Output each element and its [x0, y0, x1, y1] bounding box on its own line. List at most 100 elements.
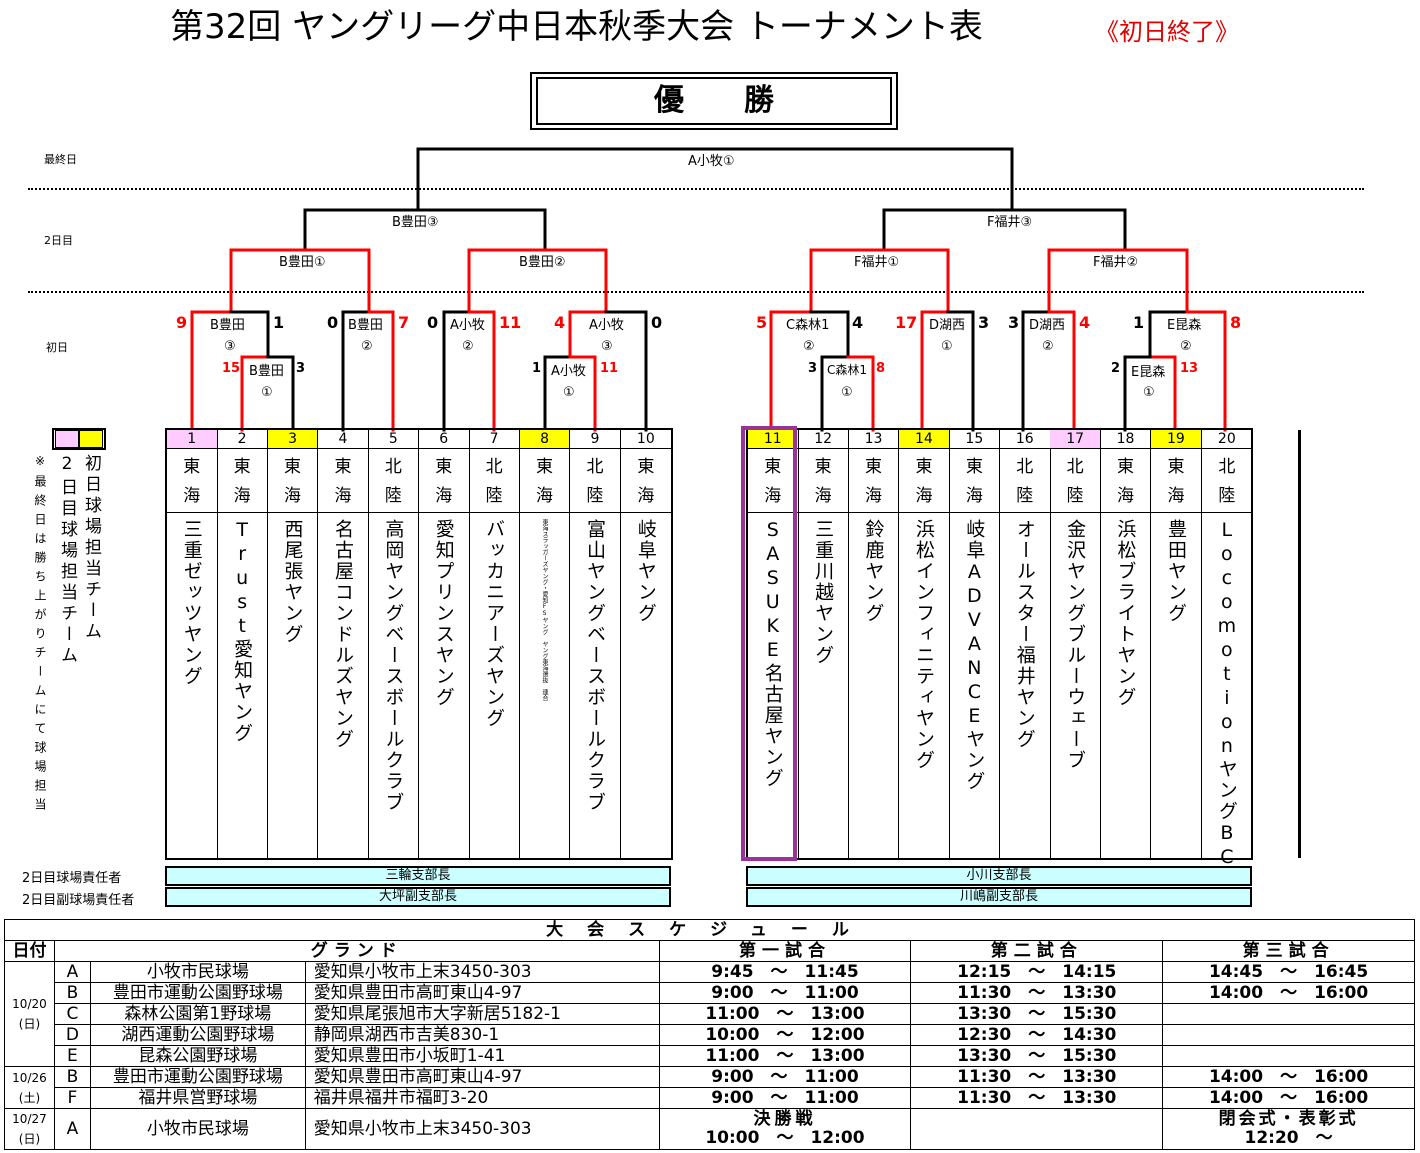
r1-score-left: 0: [427, 313, 439, 332]
team-name: SASUKE名古屋ヤング: [761, 519, 784, 789]
ground-address: 愛知県豊田市高町東山4-97: [304, 1066, 660, 1088]
game1-time: 9:45 ～ 11:45: [658, 961, 912, 983]
r1-num: ②: [1042, 339, 1054, 354]
team-region: 北 陸: [1050, 449, 1100, 513]
game3-time: 14:00 ～ 16:00: [1162, 982, 1415, 1004]
r1-score-right: 11: [499, 313, 522, 332]
col-game3: 第三試合: [1162, 940, 1415, 962]
match-semi-left: B豊田③: [392, 215, 439, 230]
schedule-title: 大会スケジュール: [4, 919, 1415, 941]
ground-address: 福井県福井市福町3-20: [304, 1087, 660, 1109]
r1-label: E昆森: [1131, 365, 1166, 380]
team-name: 金沢ヤングブルーウェーブ: [1064, 519, 1087, 771]
r1-score-left: 4: [554, 313, 566, 332]
r1-num: ①: [261, 385, 273, 400]
team-region: 東 海: [217, 449, 267, 513]
ground-address: 愛知県尾張旭市大字新居5182-1: [304, 1003, 660, 1025]
team-number: 4: [318, 430, 368, 449]
r1-score-left: 15: [222, 361, 241, 376]
team-region: 東 海: [318, 449, 368, 513]
team-number: 5: [368, 430, 419, 449]
team-name: 三重川越ヤング: [812, 519, 835, 666]
team-region: 東 海: [267, 449, 318, 513]
final-game-label: 決勝戦: [753, 1109, 817, 1129]
team-number: 3: [267, 430, 318, 449]
ground-code: F: [53, 1087, 91, 1109]
game1-time: 10:00 ～ 12:00: [658, 1024, 912, 1046]
empty-cell: [910, 1108, 1164, 1150]
team-number: 9: [570, 430, 620, 449]
team-region: 東 海: [167, 449, 217, 513]
game3-time: [1162, 1003, 1415, 1025]
page-title: 第32回 ヤングリーグ中日本秋季大会 トーナメント表: [170, 7, 983, 47]
legend-frame: [52, 428, 106, 450]
date-cell: 10/27(日): [4, 1108, 55, 1150]
ground-address: 愛知県小牧市上末3450-303: [304, 1108, 660, 1150]
r1-num: ②: [462, 339, 474, 354]
r1-score-left: 17: [895, 313, 918, 332]
team-region: 東 海: [1100, 449, 1151, 513]
team-name: 鈴鹿ヤング: [862, 519, 885, 624]
game2-time: 11:30 ～ 13:30: [910, 1087, 1164, 1109]
right-edge-bar: [1298, 430, 1301, 858]
match-semi-right: F福井③: [987, 215, 1033, 230]
ground-code: D: [53, 1024, 91, 1046]
team-name: 東海スラッガーズヤング・愛知FSヤング ヤング東海選抜 連合: [541, 519, 549, 701]
team-name: 愛知プリンスヤング: [432, 519, 455, 708]
closing-time: 12:20 ～: [1244, 1128, 1333, 1148]
round-label-final: 最終日: [44, 153, 77, 166]
team-name: 三重ゼッツヤング: [180, 519, 203, 687]
r1-score-right: 0: [651, 313, 663, 332]
r1-label: C森林1: [786, 318, 830, 333]
r1-score-right: 13: [1180, 361, 1199, 376]
game2-time: 12:15 ～ 14:15: [910, 961, 1164, 983]
weekday: (土): [18, 1090, 41, 1105]
game1-time: 11:00 ～ 13:00: [658, 1045, 912, 1067]
ground-address: 愛知県豊田市小坂町1-41: [304, 1045, 660, 1067]
r1-score-left: 3: [1008, 313, 1020, 332]
r1-num: ③: [601, 339, 613, 354]
game2-time: 11:30 ～ 13:30: [910, 1066, 1164, 1088]
team-region: 東 海: [848, 449, 899, 513]
legend-pink-swatch: [55, 430, 79, 448]
r1-score-right: 3: [978, 313, 990, 332]
team-number: 11: [748, 430, 798, 449]
r1-label: C森林1: [827, 363, 868, 377]
r1-score-right: 4: [852, 313, 864, 332]
ground-code: A: [53, 1108, 91, 1150]
ground-name: 小牧市民球場: [89, 1108, 306, 1150]
status-label: 《初日終了》: [1095, 18, 1239, 46]
team-number: 10: [620, 430, 672, 449]
team-number: 18: [1100, 430, 1151, 449]
team-region: 北 陸: [1000, 449, 1050, 513]
team-region: 東 海: [798, 449, 848, 513]
game1-time: 9:00 ～ 11:00: [658, 1087, 912, 1109]
game2-time: 13:30 ～ 15:30: [910, 1003, 1164, 1025]
team-number: 20: [1201, 430, 1253, 449]
team-number: 13: [848, 430, 899, 449]
r1-num: ②: [1180, 339, 1192, 354]
col-ground: グランド: [53, 940, 660, 962]
team-number: 1: [167, 430, 217, 449]
weekday: (日): [18, 1017, 41, 1031]
team-region: 東 海: [519, 449, 570, 513]
r1-score-left: 1: [1133, 313, 1145, 332]
col-game1: 第一試合: [658, 940, 912, 962]
r1-label: A小牧: [450, 318, 485, 333]
divider-final: [28, 188, 1364, 190]
game3-time: 14:45 ～ 16:45: [1162, 961, 1415, 983]
team-region: 東 海: [748, 449, 798, 513]
game3-time: 14:00 ～ 16:00: [1162, 1066, 1415, 1088]
